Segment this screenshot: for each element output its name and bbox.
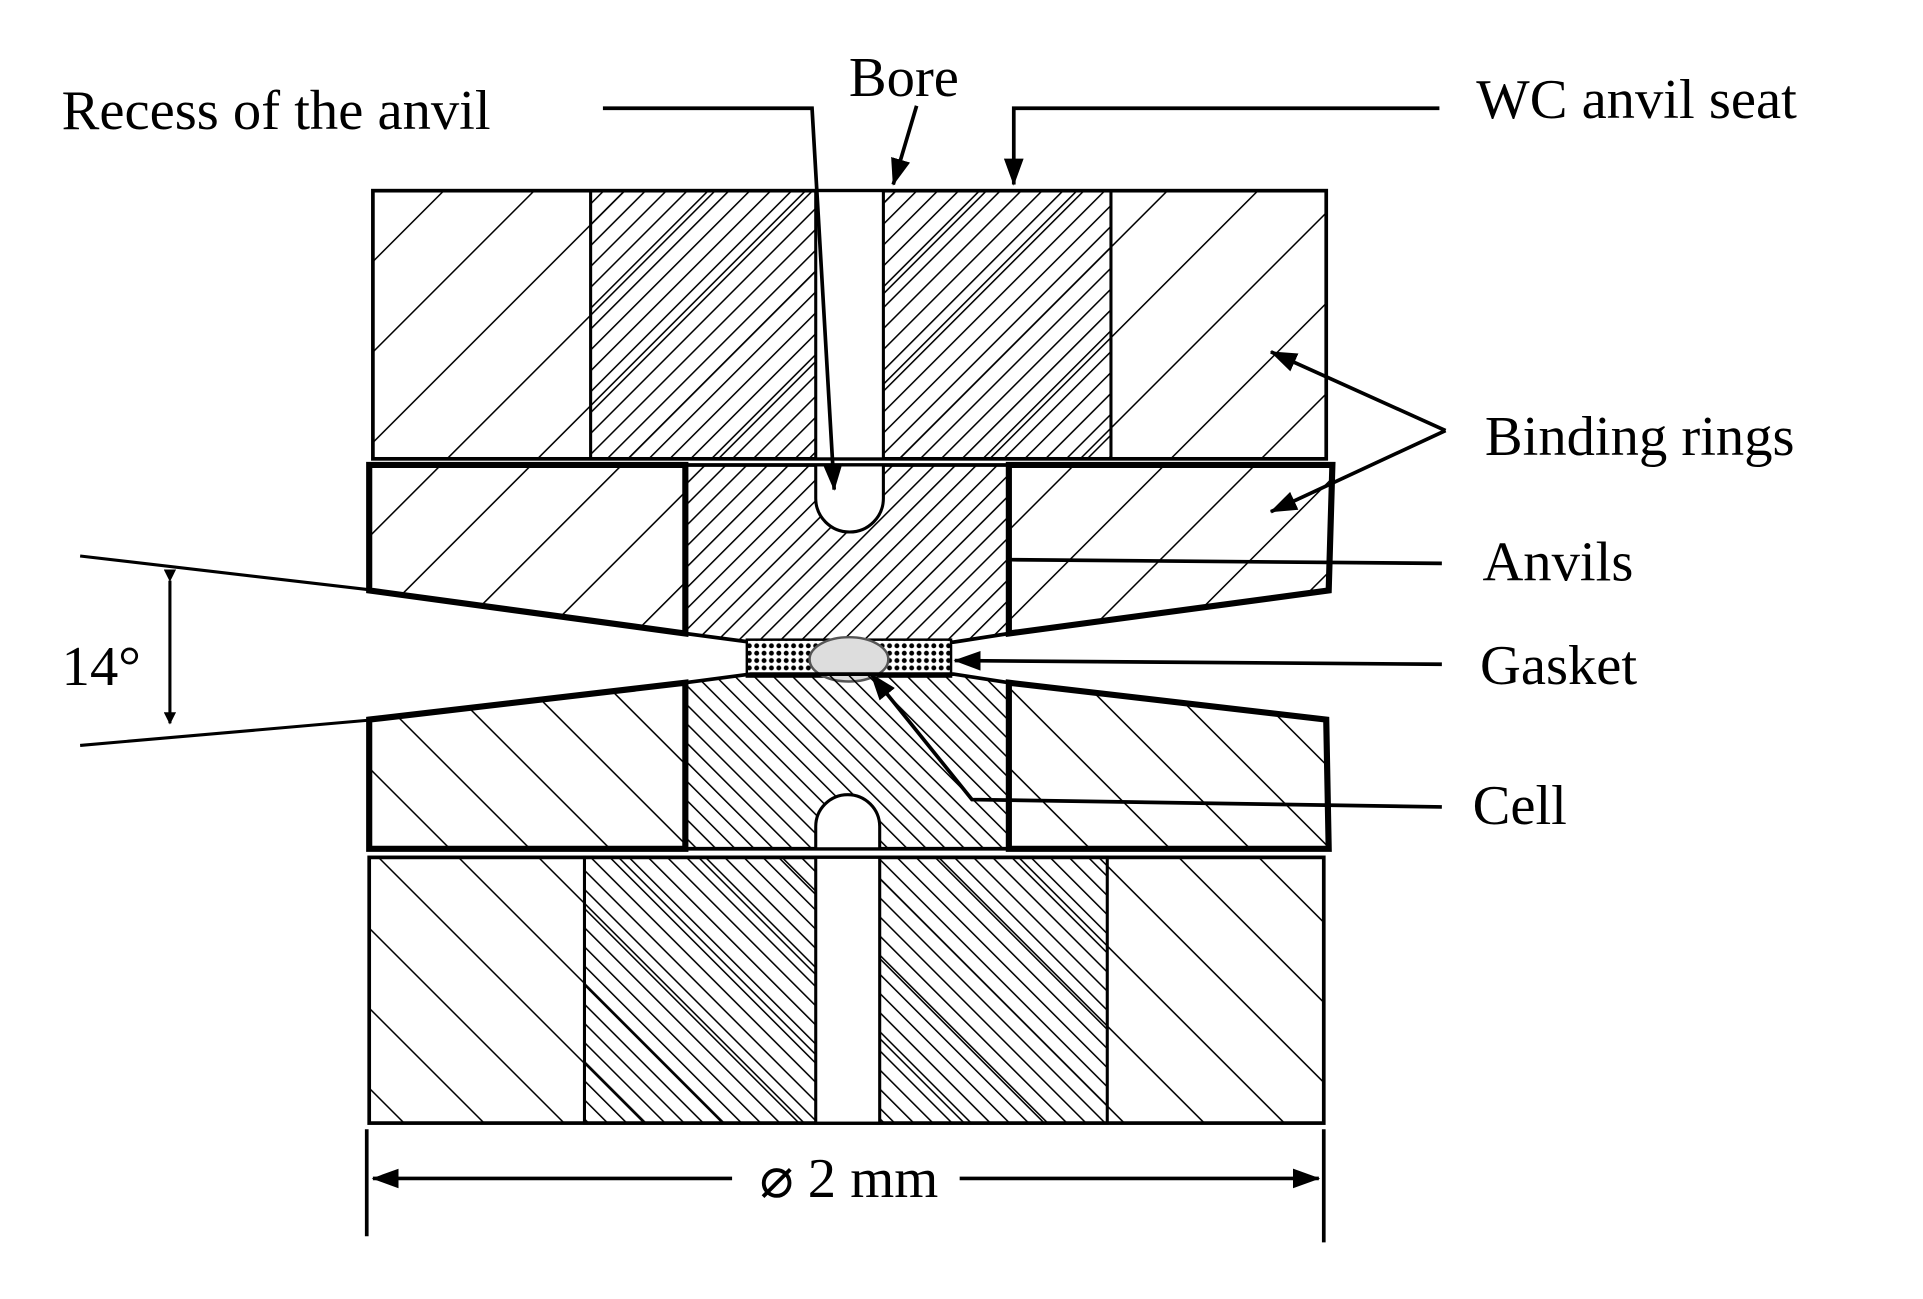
label-binding-rings: Binding rings: [1485, 406, 1795, 468]
label-recess: Recess of the anvil: [62, 80, 491, 142]
label-gasket: Gasket: [1480, 635, 1637, 697]
angle-label: 14°: [62, 636, 141, 698]
label-cell: Cell: [1473, 775, 1567, 837]
angle-indicator: [79, 554, 376, 747]
label-bore: Bore: [849, 47, 959, 109]
label-diameter: ⌀ 2 mm: [760, 1148, 939, 1210]
label-wc-anvil-seat: WC anvil seat: [1476, 69, 1797, 131]
leader-lines: [602, 105, 1447, 809]
label-anvils: Anvils: [1482, 532, 1633, 594]
top-anvil-seat: [371, 188, 1329, 461]
bottom-anvil-seat: [367, 855, 1326, 1125]
lower-anvil-assembly: [366, 672, 1332, 852]
lower-anvil-recess: [814, 793, 882, 851]
upper-anvil-assembly: [366, 461, 1336, 644]
upper-anvil-recess: [814, 463, 885, 534]
diameter-dimension: [364, 1129, 1326, 1243]
